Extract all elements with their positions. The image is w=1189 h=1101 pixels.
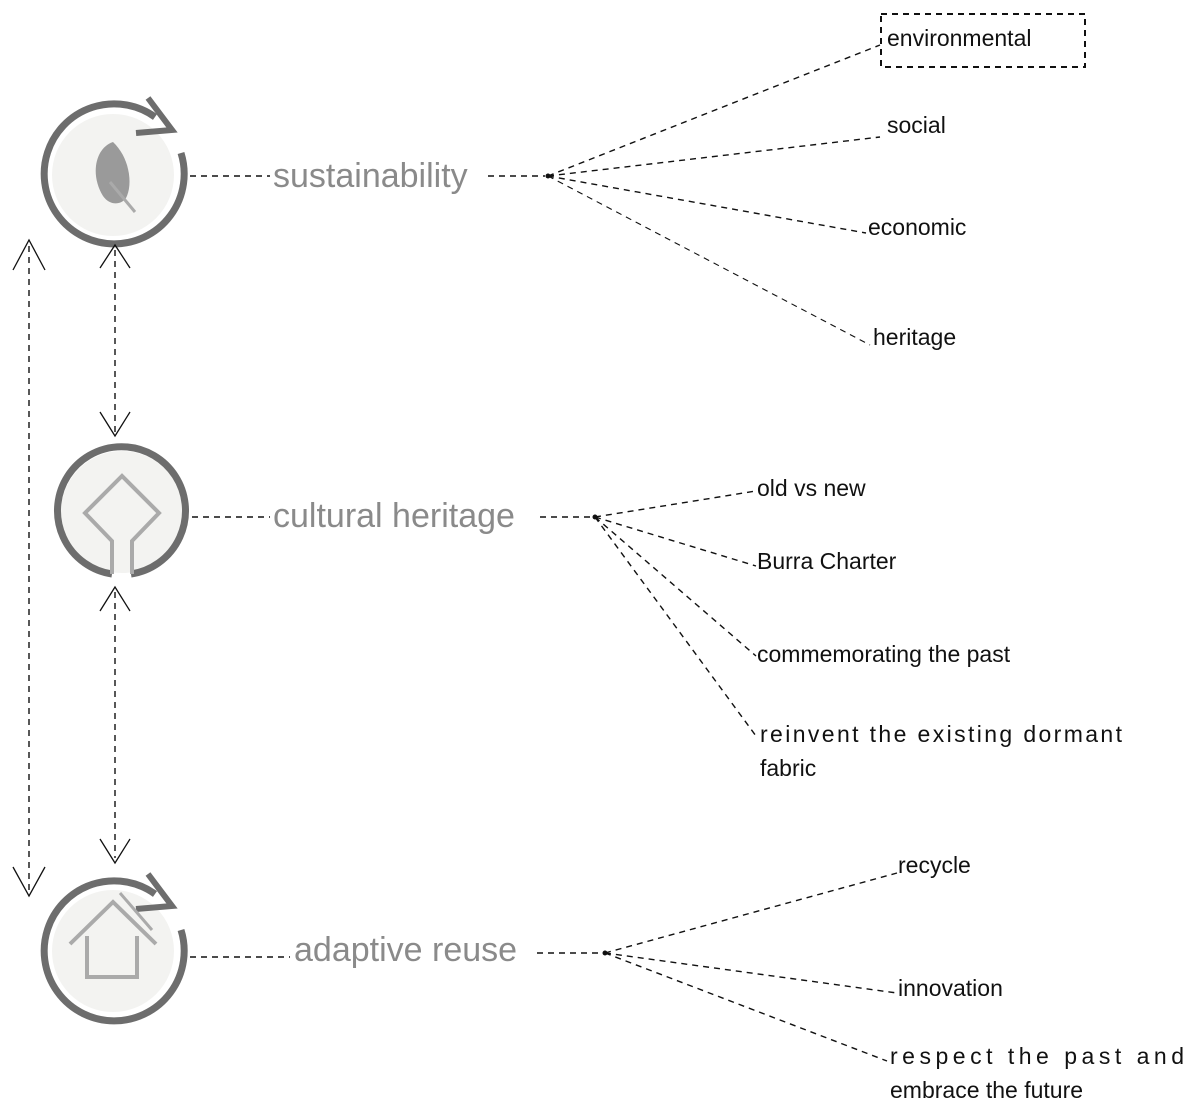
adaptive-reuse-icon-group bbox=[40, 872, 188, 1025]
highlight-box-environmental bbox=[880, 13, 1086, 68]
concept-adaptive-reuse: adaptive reuse bbox=[294, 931, 517, 969]
branch-social: social bbox=[887, 112, 946, 138]
cycle-arrow-icon bbox=[135, 96, 178, 136]
branch-old-vs-new: old vs new bbox=[757, 475, 866, 501]
branch-burra-charter: Burra Charter bbox=[757, 548, 897, 574]
branch-commemorating-the-past: commemorating the past bbox=[757, 641, 1011, 667]
branch-economic: economic bbox=[868, 214, 966, 240]
cycle-ring-icon bbox=[40, 100, 188, 248]
double-arrow-sustainability-heritage bbox=[99, 243, 131, 438]
double-arrow-heritage-reuse bbox=[99, 585, 131, 865]
adaptive-reuse-branches bbox=[604, 872, 898, 1062]
cultural-heritage-icon-group bbox=[54, 443, 189, 578]
concept-sustainability: sustainability bbox=[273, 157, 468, 195]
branch-respect-line-1: respect the past and bbox=[890, 1043, 1184, 1069]
branch-recycle: recycle bbox=[898, 852, 971, 878]
cultural-heritage-branches bbox=[594, 490, 757, 737]
cycle-arrow-icon bbox=[135, 872, 178, 912]
cycle-ring-icon bbox=[40, 877, 188, 1025]
leaf-icon bbox=[95, 142, 137, 213]
keyhole-diamond-icon bbox=[82, 473, 162, 574]
branch-heritage: heritage bbox=[873, 324, 956, 350]
open-ring-icon bbox=[54, 443, 189, 578]
sustainability-branches bbox=[547, 44, 881, 346]
concept-cultural-heritage: cultural heritage bbox=[273, 497, 515, 535]
branch-innovation: innovation bbox=[898, 975, 1003, 1001]
house-icon bbox=[68, 892, 158, 979]
branch-respect-line-2: embrace the future bbox=[890, 1077, 1083, 1101]
double-arrow-sustainability-reuse bbox=[12, 238, 46, 898]
branch-reinvent-line-1: reinvent the existing dormant bbox=[760, 721, 1123, 747]
branch-reinvent-line-2: fabric bbox=[760, 755, 816, 781]
branch-environmental: environmental bbox=[887, 25, 1031, 51]
sustainability-icon-group bbox=[40, 96, 188, 248]
